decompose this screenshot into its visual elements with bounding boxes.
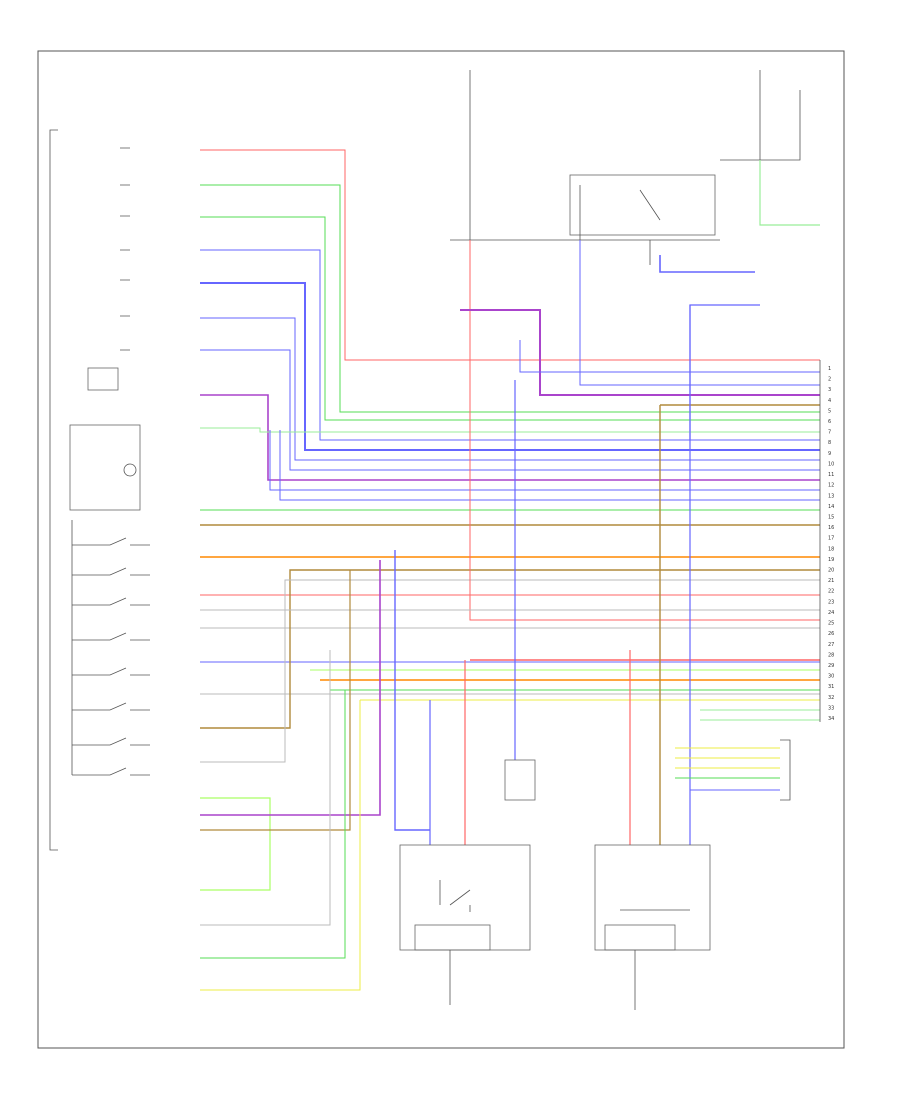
connector-pin-12: 12 (828, 483, 834, 489)
connector-pin-30: 30 (828, 674, 834, 680)
connector-pin-29: 29 (828, 663, 834, 669)
connector-pin-6: 6 (828, 419, 831, 425)
connector-pin-21: 21 (828, 578, 834, 584)
connector-pin-8: 8 (828, 440, 831, 446)
switch-ladder (71, 520, 150, 776)
wire-gray-3 (200, 579, 820, 763)
wire-red-3 (469, 240, 820, 621)
wire-blue-8 (579, 240, 820, 386)
connector-pin-32: 32 (828, 695, 834, 701)
wire-green-bottom (200, 690, 346, 959)
connector-pin-7: 7 (828, 430, 831, 436)
connector-pin-labels: 1234567891011121314151617181920212223242… (819, 360, 834, 722)
wire-green-1 (200, 184, 820, 413)
wire-blue-3 (200, 317, 820, 461)
connector-pin-4: 4 (828, 398, 831, 404)
wire-yellow-1 (200, 569, 820, 729)
connector-pin-33: 33 (828, 705, 834, 711)
connector-pin-26: 26 (828, 631, 834, 637)
connector-pin-24: 24 (828, 610, 834, 616)
wire-green-2 (200, 216, 820, 421)
wire-blue-5 (269, 430, 820, 491)
connector-pin-31: 31 (828, 684, 834, 690)
connector-pin-1: 1 (828, 366, 831, 372)
diagram-frame (37, 50, 845, 1049)
wire-red-1 (200, 149, 820, 361)
connector-pin-19: 19 (828, 557, 834, 563)
connector-pin-3: 3 (828, 387, 831, 393)
right-sensor-wires (675, 739, 791, 801)
connector-pin-25: 25 (828, 621, 834, 627)
connector-pin-27: 27 (828, 642, 834, 648)
wire-blue-2 (200, 282, 820, 451)
wire-green-top (759, 160, 820, 226)
connector-pin-11: 11 (828, 472, 834, 478)
connector-pin-5: 5 (828, 408, 831, 414)
connector-pin-13: 13 (828, 493, 834, 499)
bottom-right-motor (594, 844, 711, 1010)
connector-pin-15: 15 (828, 514, 834, 520)
wire-blue-1 (200, 249, 820, 441)
wire-blue-4 (200, 349, 820, 471)
wire-blue-9 (519, 340, 820, 373)
connector-pin-2: 2 (828, 377, 831, 383)
wire-lime-bottom (200, 797, 271, 891)
connector-pin-17: 17 (828, 536, 834, 542)
top-relay-area (450, 70, 801, 265)
bottom-center-motor (399, 844, 531, 1005)
mid-sensor (504, 759, 536, 801)
wire-blue-relay (659, 255, 755, 273)
connector-pin-23: 23 (828, 599, 834, 605)
connector-pin-28: 28 (828, 652, 834, 658)
wire-violet-bottom (200, 560, 381, 816)
wire-green-3 (200, 427, 820, 433)
connector-pin-34: 34 (828, 716, 834, 722)
wire-violet-1 (200, 394, 820, 481)
wire-violet-2 (460, 309, 820, 396)
wire-gray-bottom (200, 650, 331, 926)
switch-panel-bracket (49, 129, 58, 851)
connector-pin-18: 18 (828, 546, 834, 552)
wire-blue-6 (279, 430, 820, 501)
wire-yellow-bottom (200, 700, 361, 991)
connector-pin-20: 20 (828, 568, 834, 574)
connector-pin-10: 10 (828, 461, 834, 467)
wire-brown-bottom (200, 570, 351, 831)
connector-pin-22: 22 (828, 589, 834, 595)
left-switch-symbols (69, 147, 141, 511)
connector-pin-16: 16 (828, 525, 834, 531)
wire-blue-drop (394, 550, 430, 831)
connector-pin-9: 9 (828, 451, 831, 457)
connector-pin-14: 14 (828, 504, 834, 510)
